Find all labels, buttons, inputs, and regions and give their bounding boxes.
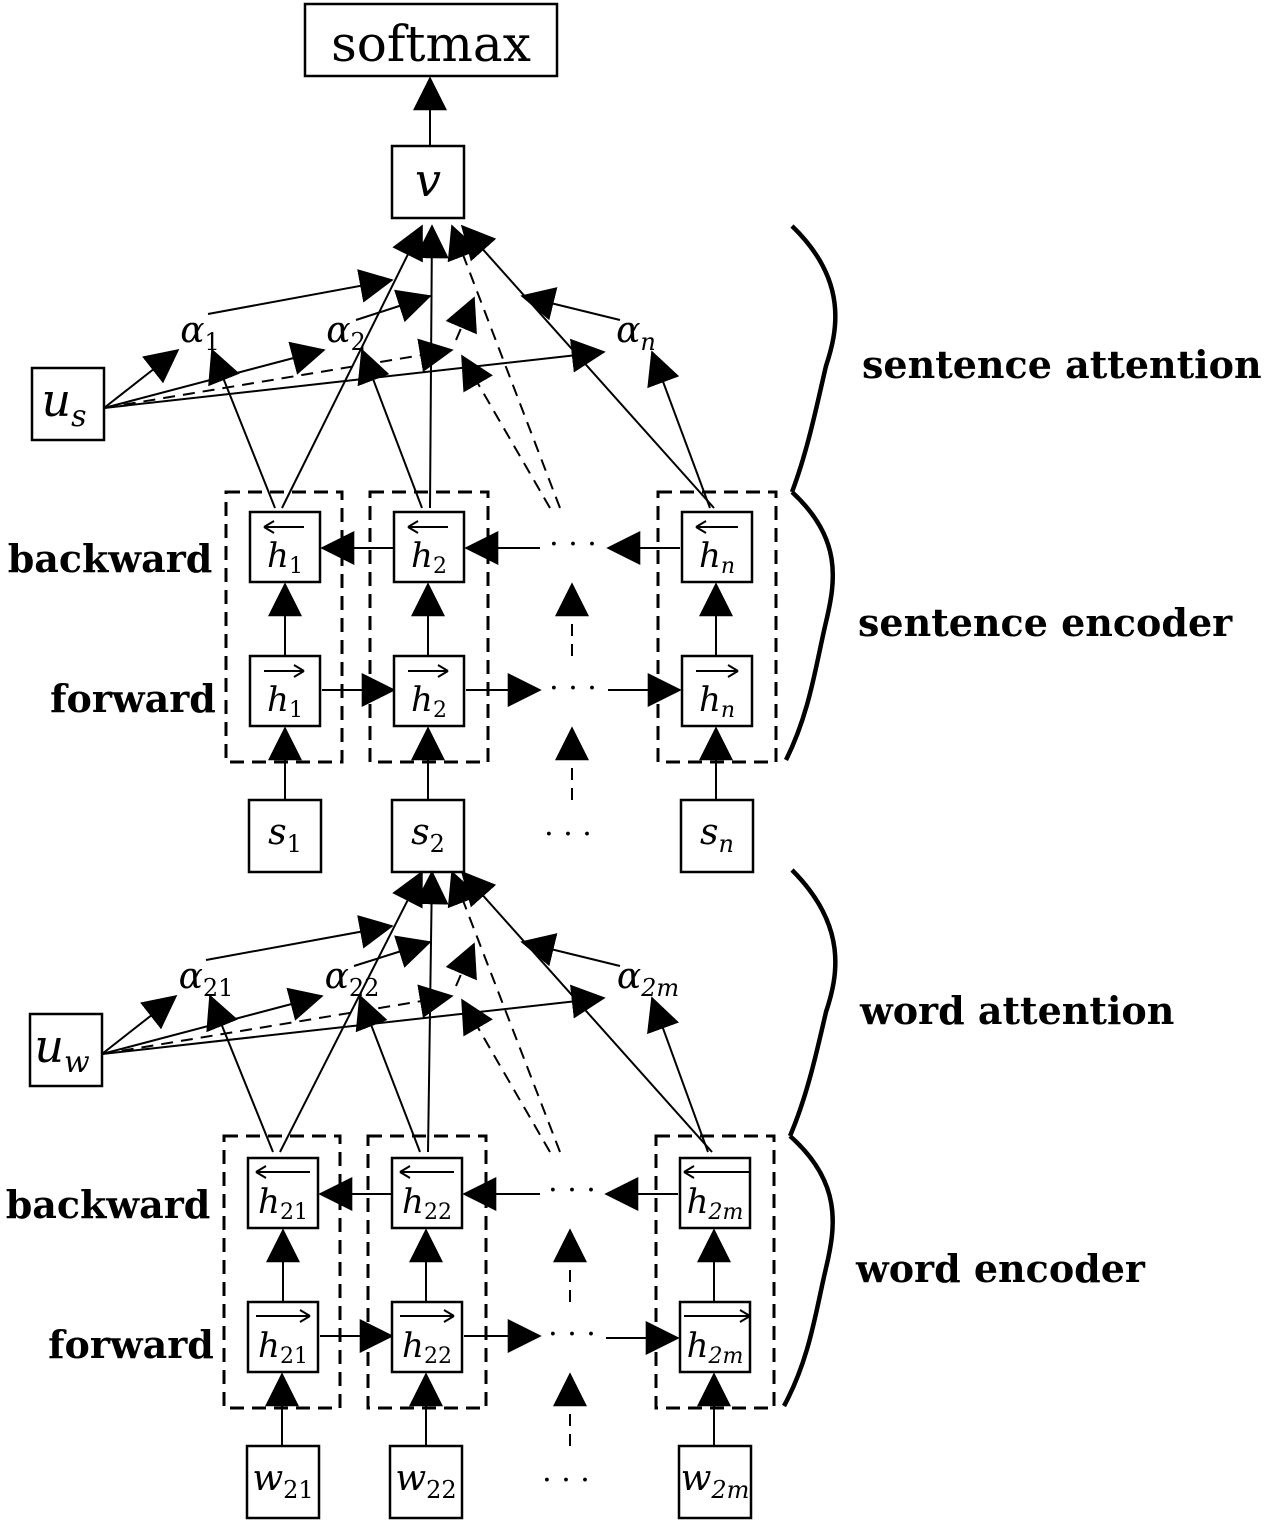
word-attention-label: word attention [859,988,1174,1033]
sentence-input-sn: sn [679,798,755,874]
sentence-forward-ellipsis: · · · [549,671,597,706]
svg-text:w21: w21 [252,1458,313,1504]
word-backward-ellipsis: · · · [548,1173,596,1208]
word-input-w2m: w2m [677,1444,753,1520]
sentence-encoder-brace [783,490,836,762]
word-encoder-label: word encoder [855,1246,1146,1291]
svg-text:sn: sn [700,812,734,858]
word-h-to-s2-arrows [279,870,713,1153]
sentence-attention-label: sentence attention [862,342,1262,387]
sentence-h-to-alpha-arrows [208,348,711,509]
word-forward-h21: h21 [246,1300,320,1374]
sentence-alpha-n: αn [616,310,656,356]
svg-text:h2: h2 [411,680,447,723]
word-backward-h22: h22 [390,1156,464,1230]
sentence-forward-h2: h2 [392,654,466,728]
svg-text:us: us [41,373,86,434]
word-backward-label: backward [6,1182,211,1227]
word-alpha-to-s2-arrows [205,915,621,987]
sentence-context-to-alpha-arrows [103,338,606,409]
word-forward-arrows [320,1319,680,1355]
v-label: v [415,153,441,207]
word-backward-h2m: h2m [678,1156,752,1230]
sentence-forward-to-backward-arrows [268,582,733,656]
word-backward-h21: h21 [246,1156,320,1230]
word-forward-label: forward [48,1322,214,1367]
svg-text:h1: h1 [267,536,303,579]
svg-text:h1: h1 [267,680,303,723]
sentence-backward-label: backward [8,536,213,581]
word-h-to-alpha-arrows [206,994,709,1153]
sentence-context-vector: us [30,366,106,442]
word-encoder-brace [782,1134,835,1408]
word-context-vector: uw [28,1012,104,1088]
sentence-alpha-2: α2 [326,310,366,356]
svg-text:hn: hn [699,680,735,723]
sentence-encoder-label: sentence encoder [858,600,1233,645]
softmax-node: softmax [303,2,559,78]
word-input-to-forward-arrows [265,1372,731,1446]
sentence-forward-h1: h1 [248,654,322,728]
svg-text:s2: s2 [411,812,445,858]
softmax-label: softmax [331,15,531,73]
svg-text:s1: s1 [268,812,302,858]
svg-text:h2m: h2m [687,1326,744,1369]
sentence-alpha-1: α1 [180,310,220,356]
word-alpha-22: α22 [325,956,380,1002]
sentence-context-sub: s [71,399,86,434]
sentence-backward-hn: hn [680,510,754,584]
svg-text:h21: h21 [258,1182,308,1225]
svg-text:h22: h22 [402,1182,452,1225]
word-attention-brace [787,868,838,1137]
word-forward-to-backward-arrows [266,1228,731,1302]
word-forward-h2m: h2m [678,1300,752,1374]
word-input-w22: w22 [388,1444,464,1520]
word-forward-h22: h22 [390,1300,464,1374]
word-alpha-2m: α2m [617,956,679,1002]
svg-text:w2m: w2m [681,1458,750,1504]
svg-text:h21: h21 [258,1326,308,1369]
word-context-sub: w [64,1045,90,1080]
word-input-ellipsis: · · · [542,1463,590,1498]
svg-text:w22: w22 [395,1458,456,1504]
sentence-input-ellipsis: · · · [544,817,592,852]
svg-text:hn: hn [699,536,735,579]
word-forward-ellipsis: · · · [548,1317,596,1352]
sentence-input-s1: s1 [247,798,323,874]
sentence-alpha-to-v-arrows [207,269,621,341]
svg-text:h2m: h2m [687,1182,744,1225]
sentence-forward-hn: hn [680,654,754,728]
sentence-input-s2: s2 [390,798,466,874]
word-input-w21: w21 [245,1444,321,1520]
sentence-attention-brace [789,224,838,493]
word-alpha-21: α21 [179,956,234,1002]
word-context-base: u [34,1019,64,1073]
sentence-forward-label: forward [50,676,216,721]
svg-text:uw: uw [34,1019,90,1080]
sentence-backward-h1: h1 [248,510,322,584]
sentence-context-base: u [41,373,71,427]
v-node: v [390,144,466,220]
sentence-input-to-forward-arrows [268,726,733,800]
svg-text:h2: h2 [411,536,447,579]
sentence-backward-h2: h2 [392,510,466,584]
svg-text:h22: h22 [402,1326,452,1369]
sentence-backward-ellipsis: · · · [549,527,597,562]
word-context-to-alpha-arrows [101,984,606,1055]
